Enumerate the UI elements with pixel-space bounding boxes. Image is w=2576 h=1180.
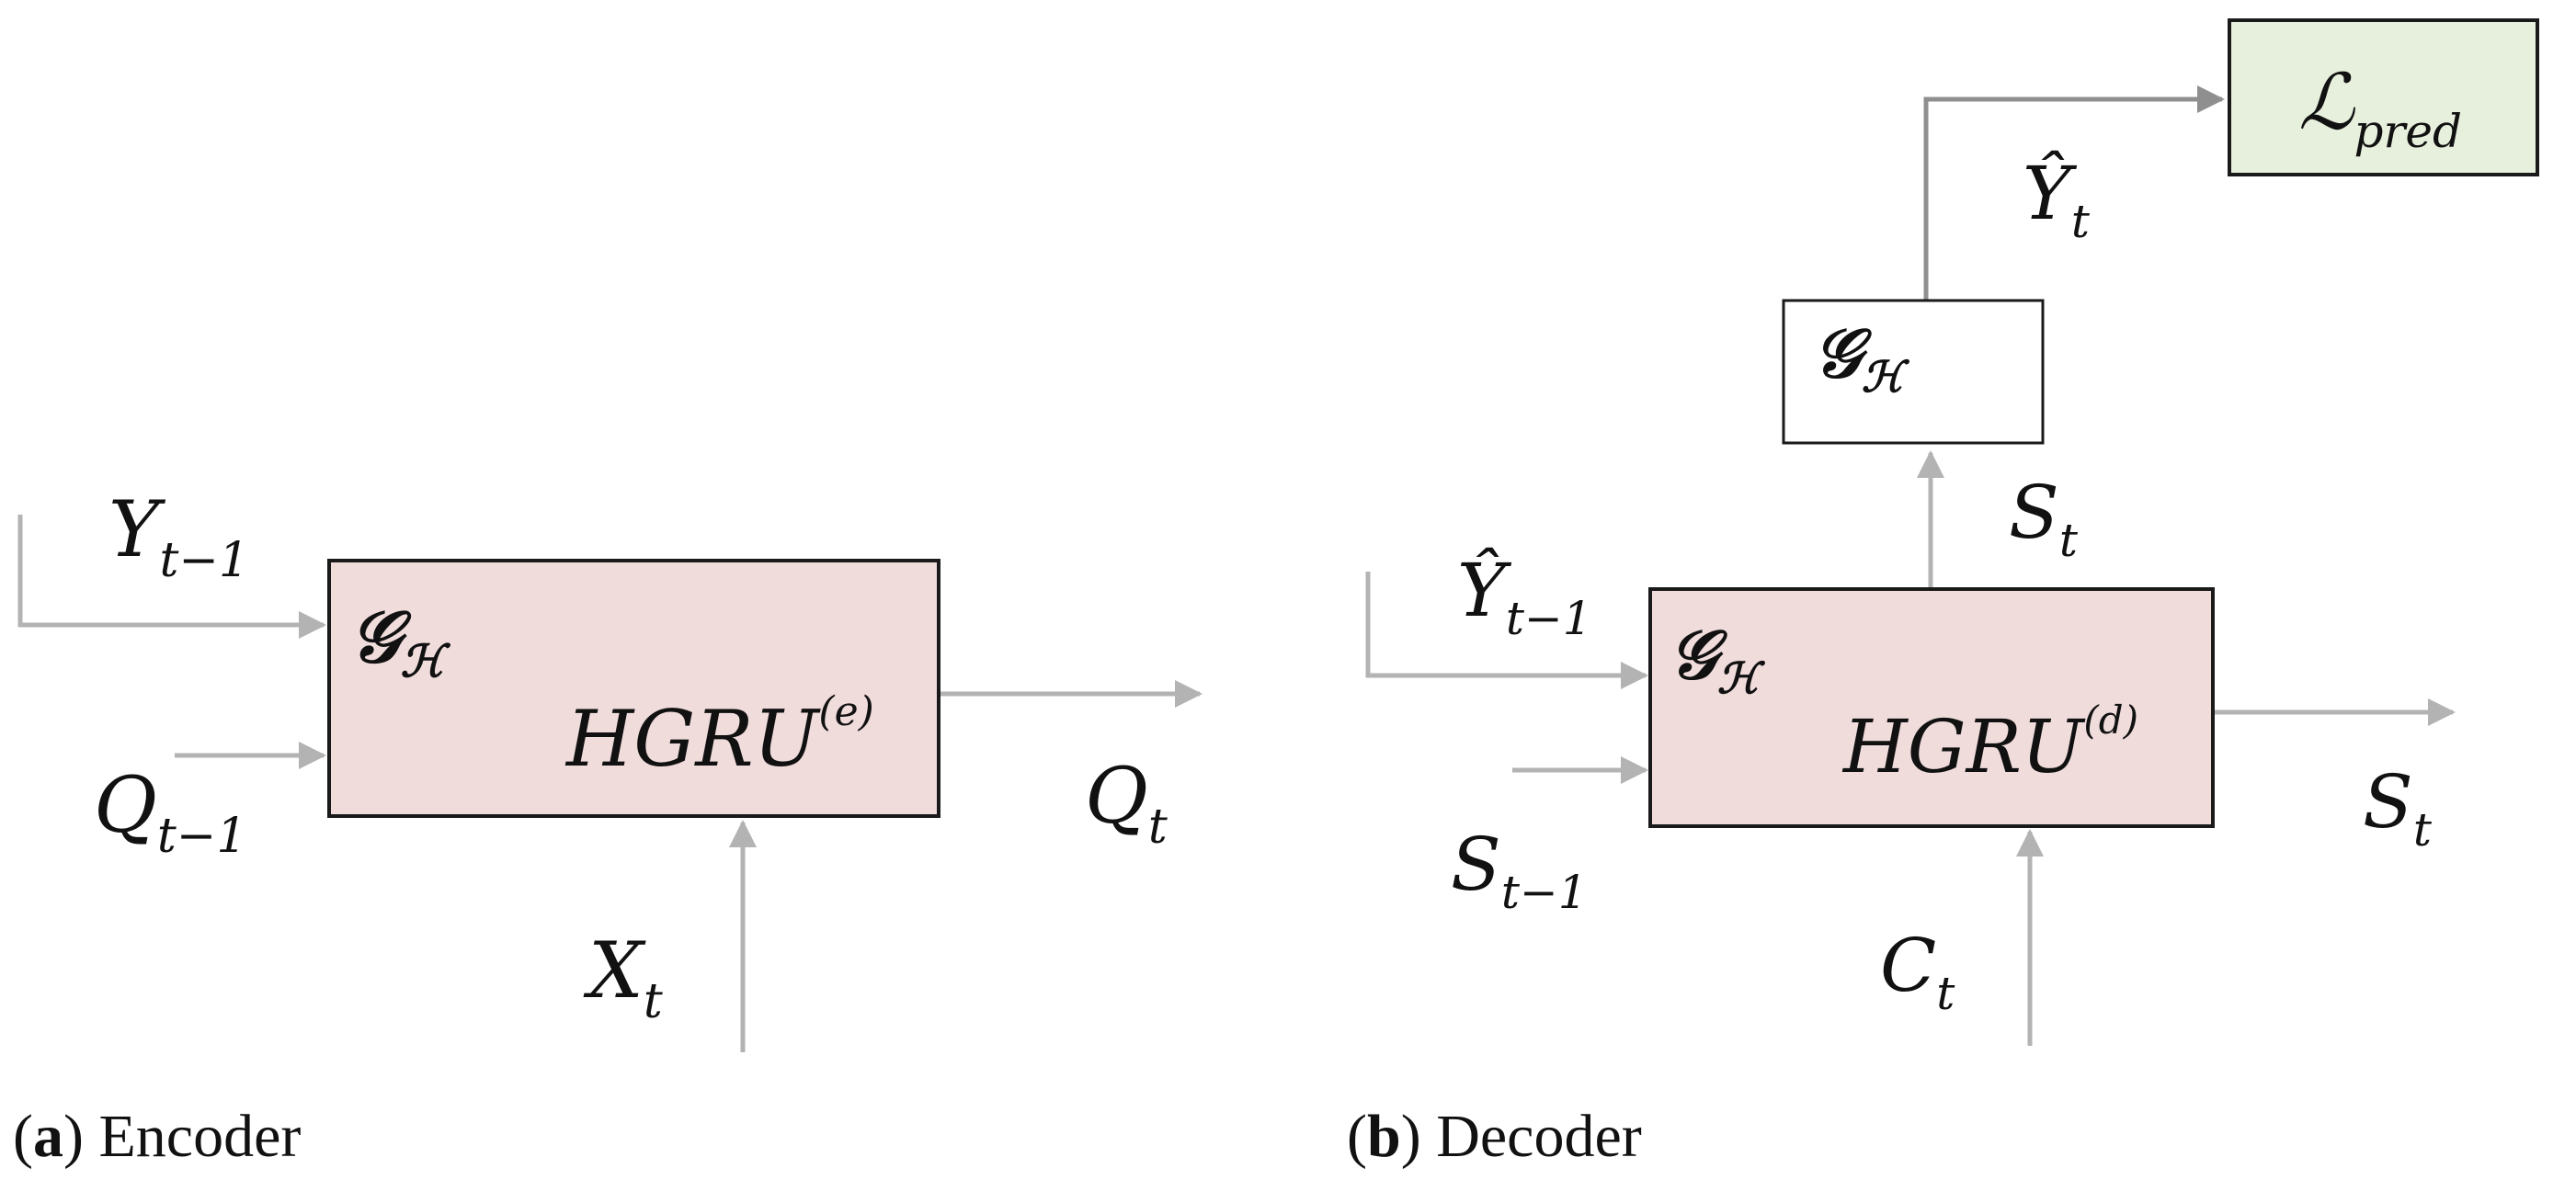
decoder-cell-label: HGRU(d) (1841, 698, 2138, 789)
encoder-q-prev-label: Qt−1 (94, 760, 246, 864)
encoder-y-prev-label: Yt−1 (108, 484, 249, 588)
decoder-c-label: Ct (1880, 923, 1955, 1020)
encoder-y-prev-arrow (17, 515, 326, 639)
prediction-loss-box (2228, 18, 2539, 176)
decoder-yhat-prev-label: Ŷt−1 (1457, 547, 1592, 645)
encoder-q-out-label: Qt (1085, 751, 1168, 855)
decoder-panel: 𝒢ℋ HGRU(d) 𝒢ℋ ℒpred Ŷt−1 St−1 Ct St St (1347, 18, 2539, 1170)
decoder-yhat-out-label: Ŷt (2023, 150, 2091, 248)
decoder-s-up-label: St (2009, 470, 2079, 567)
encoder-x-label: Xt (583, 925, 663, 1029)
encoder-hgru-cell (327, 559, 940, 818)
decoder-hgru-cell (1648, 587, 2215, 828)
encoder-panel: 𝒢ℋ HGRU(e) Yt−1 Qt−1 Xt Qt (a) Encoder (13, 484, 1203, 1170)
encoder-caption: (a) Encoder (13, 1103, 301, 1170)
encoder-graph-label: 𝒢ℋ (349, 596, 451, 687)
prediction-loss-label: ℒpred (2298, 57, 2462, 158)
decoder-yhat-prev-arrow (1365, 572, 1648, 689)
decoder-caption: (b) Decoder (1347, 1103, 1642, 1170)
encoder-cell-label: HGRU(e) (564, 688, 874, 784)
decoder-s-prev-label: St−1 (1451, 822, 1588, 919)
decoder-graph-readout-box (1782, 299, 2045, 445)
decoder-s-out-label: St (2363, 759, 2433, 857)
decoder-yhat-to-loss-arrow (1923, 85, 2225, 301)
